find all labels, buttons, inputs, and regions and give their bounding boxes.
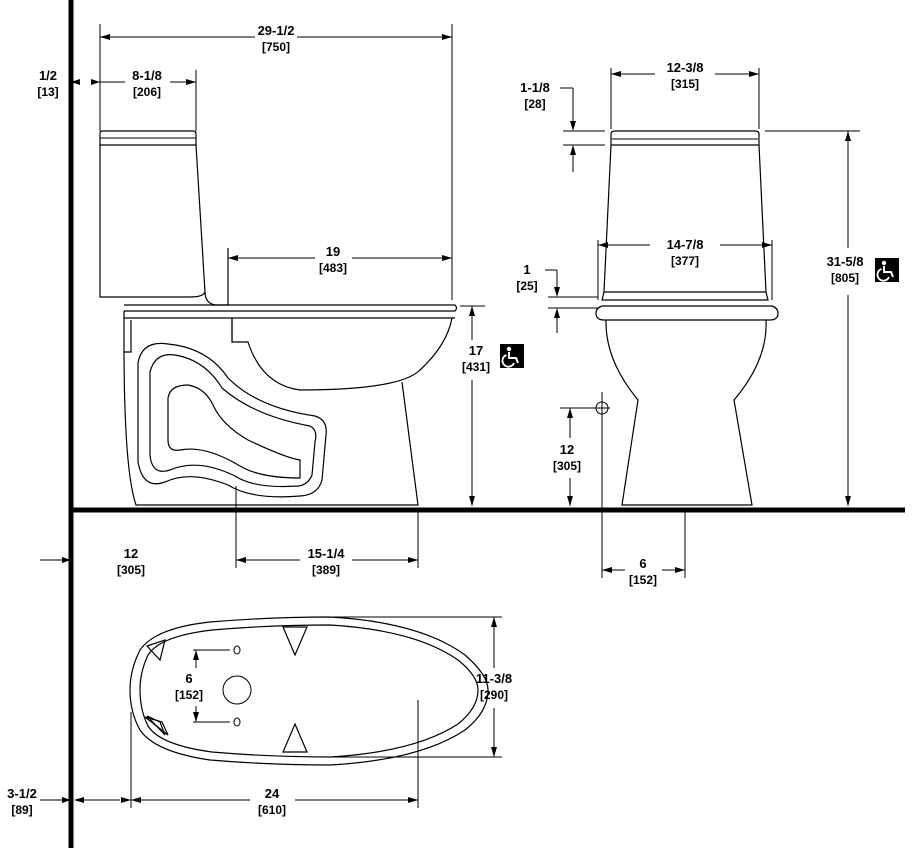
dim-base-length-plan-mm: [610] [258, 803, 286, 817]
dim-bolt-spacing: 6 [185, 671, 192, 686]
ada-accessible-icon [875, 258, 899, 282]
dim-base-length: 15-1/4 [308, 546, 346, 561]
dim-supply-height: 12 [560, 442, 574, 457]
dim-bolt-spacing-mm: [152] [175, 688, 203, 702]
dim-supply-offset: 6 [639, 556, 646, 571]
dim-seat-height-mm: [431] [462, 360, 490, 374]
dim-lid-thickness: 1-1/8 [520, 80, 550, 95]
dim-tank-width-mm: [315] [671, 77, 699, 91]
dim-overall-height-mm: [805] [831, 271, 859, 285]
front-dimensions: 12-3/8 [315] 1-1/8 [28] 14-7/8 [377] 1 [… [516, 60, 863, 587]
dim-base-length-mm: [389] [312, 563, 340, 577]
dim-seat-height: 17 [469, 343, 483, 358]
plan-view [129, 616, 489, 766]
dim-overall-height: 31-5/8 [827, 254, 864, 269]
dim-wall-gap: 1/2 [39, 68, 57, 83]
dim-bowl-length: 19 [326, 244, 340, 259]
dim-wall-gap-mm: [13] [37, 85, 58, 99]
dim-bowl-width: 14-7/8 [667, 237, 704, 252]
dim-bowl-length-mm: [483] [319, 261, 347, 275]
dim-base-width: 11-3/8 [476, 671, 512, 686]
dim-supply-height-mm: [305] [553, 459, 581, 473]
side-dimensions: 29-1/2 [750] 1/2 [13] 8-1/8 [206] 19 [48… [37, 23, 490, 577]
front-view [595, 130, 779, 506]
dim-rough-in: 12 [124, 546, 138, 561]
dim-seat-thickness: 1 [523, 262, 530, 277]
dim-tank-depth: 8-1/8 [132, 68, 162, 83]
dim-wall-to-base: 3-1/2 [7, 786, 37, 801]
dim-wall-to-base-mm: [89] [11, 803, 32, 817]
dim-base-length-plan: 24 [265, 786, 280, 801]
dim-bowl-width-mm: [377] [671, 254, 699, 268]
dim-lid-thickness-mm: [28] [524, 97, 545, 111]
dim-tank-width: 12-3/8 [667, 60, 704, 75]
dim-rough-in-mm: [305] [117, 563, 145, 577]
dim-supply-offset-mm: [152] [629, 573, 657, 587]
dim-seat-thickness-mm: [25] [516, 279, 537, 293]
dim-overall-length: 29-1/2 [258, 23, 295, 38]
dim-overall-length-mm: [750] [262, 40, 290, 54]
plan-dimensions: 6 [152] 11-3/8 [290] 3-1/2 [89] 24 [610] [7, 616, 512, 817]
ada-accessible-icon [500, 344, 524, 368]
dim-tank-depth-mm: [206] [133, 85, 161, 99]
dim-base-width-mm: [290] [480, 688, 508, 702]
side-view [99, 130, 458, 520]
